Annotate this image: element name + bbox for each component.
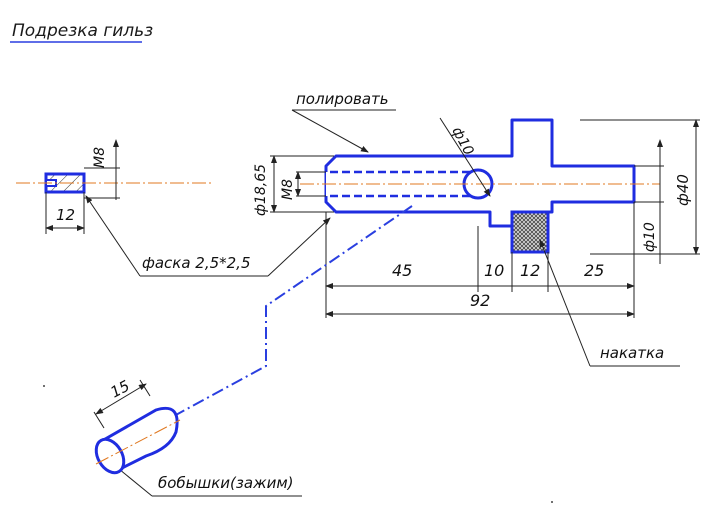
dim-dia-40: ф40 <box>674 174 692 206</box>
small-length-dim: 12 <box>56 206 75 224</box>
dim-25: 25 <box>584 261 604 280</box>
small-thread-dim: M8 <box>92 147 108 168</box>
dim-hole-10: ф10 <box>448 124 476 158</box>
motion-path <box>173 205 413 417</box>
dot-mark-left <box>43 385 45 387</box>
dim-45: 45 <box>392 261 412 280</box>
dim-10: 10 <box>484 261 504 280</box>
small-part: M8 12 <box>16 139 214 234</box>
label-knurl: накатка <box>600 344 664 362</box>
dim-92: 92 <box>470 291 490 310</box>
page-title: Подрезка гильз <box>12 21 153 41</box>
annotations: полировать фаска 2,5*2,5 накатка бобышки… <box>85 90 680 497</box>
label-polish: полировать <box>296 90 389 108</box>
jaw-part: 15 <box>93 377 181 475</box>
label-chamfer: фаска 2,5*2,5 <box>142 254 251 272</box>
main-dimensions: ф18,65 M8 ф10 ф40 ф10 45 10 12 25 92 <box>253 117 700 318</box>
dim-m8-main: M8 <box>280 179 296 200</box>
dim-dia-10-right: ф10 <box>642 222 658 252</box>
label-jaws: бобышки(зажим) <box>158 474 294 492</box>
dim-18-65: ф18,65 <box>253 164 269 216</box>
main-part-body <box>324 118 636 228</box>
dim-12: 12 <box>520 261 540 280</box>
main-part <box>300 118 660 254</box>
dot-mark-right <box>551 501 553 503</box>
dim-jaw-15: 15 <box>107 377 132 402</box>
